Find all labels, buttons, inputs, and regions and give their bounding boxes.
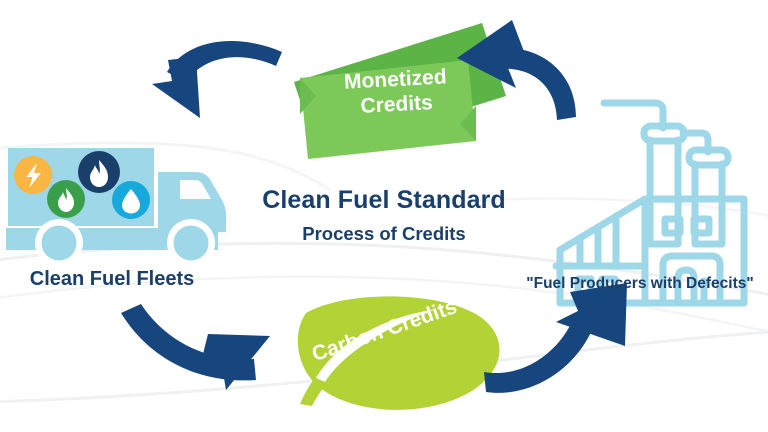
factory-pipe-left <box>600 99 667 132</box>
arrow-producers-to-money <box>457 20 576 120</box>
money-icon <box>294 23 506 159</box>
truck-wheel-front <box>173 225 209 261</box>
arrow-money-to-fleets-shaft <box>167 41 282 82</box>
flame-glyph <box>90 160 108 187</box>
leaf-stem <box>300 311 432 406</box>
page-title: Clean Fuel Standard <box>262 186 506 214</box>
factory-stack-left <box>646 136 682 248</box>
lightning-bolt-icon <box>14 156 52 194</box>
factory-window-upper-left <box>661 215 684 237</box>
leaf-flame-icon <box>47 180 85 218</box>
leaf-vein <box>316 309 436 382</box>
leaf-flame-circle <box>47 180 85 218</box>
page-subtitle: Process of Credits <box>302 223 466 244</box>
truck-icon <box>6 148 226 267</box>
arrow-money-to-fleets <box>152 41 282 118</box>
factory-stack-left-collar <box>640 122 688 145</box>
label-fuel-producers-with-deficits: "Fuel Producers with Defecits" <box>526 275 754 292</box>
leaf-flame-glyph <box>58 188 74 212</box>
factory-pipe-right <box>679 129 712 156</box>
arrow-producers-to-money-shaft <box>496 47 576 120</box>
lightning-bolt-glyph <box>26 163 41 188</box>
arrow-money-to-fleets-head <box>152 57 200 118</box>
arrow-fleets-to-carbon <box>121 304 270 390</box>
water-droplet-glyph <box>122 189 140 214</box>
factory-window-upper-right <box>690 215 713 237</box>
factory-annex-roof <box>556 195 649 254</box>
arrow-carbon-to-producers-shaft <box>484 322 592 393</box>
truck-cab-window <box>180 180 211 199</box>
truck-cab <box>158 172 226 232</box>
arrow-carbon-to-producers-head <box>556 283 627 346</box>
label-clean-fuel-fleets: Clean Fuel Fleets <box>29 268 195 290</box>
arrow-fleets-to-carbon-head <box>202 334 270 390</box>
truck-wheel-rear <box>41 225 77 261</box>
money-bill-front <box>300 60 476 159</box>
leaf-body <box>297 296 500 410</box>
factory-door-arch <box>659 252 724 307</box>
factory-door-inner-arch <box>674 266 698 307</box>
factory-stack-right-collar <box>685 146 732 169</box>
leaf-icon <box>297 296 500 410</box>
flame-icon <box>78 151 120 193</box>
factory-stack-right <box>691 160 726 248</box>
money-notch-left <box>300 78 316 114</box>
flame-circle <box>78 151 120 193</box>
money-notch-right <box>460 106 476 141</box>
water-droplet-icon <box>112 181 150 219</box>
arrow-carbon-to-producers <box>484 283 627 393</box>
arrow-producers-to-money-head <box>457 20 528 88</box>
